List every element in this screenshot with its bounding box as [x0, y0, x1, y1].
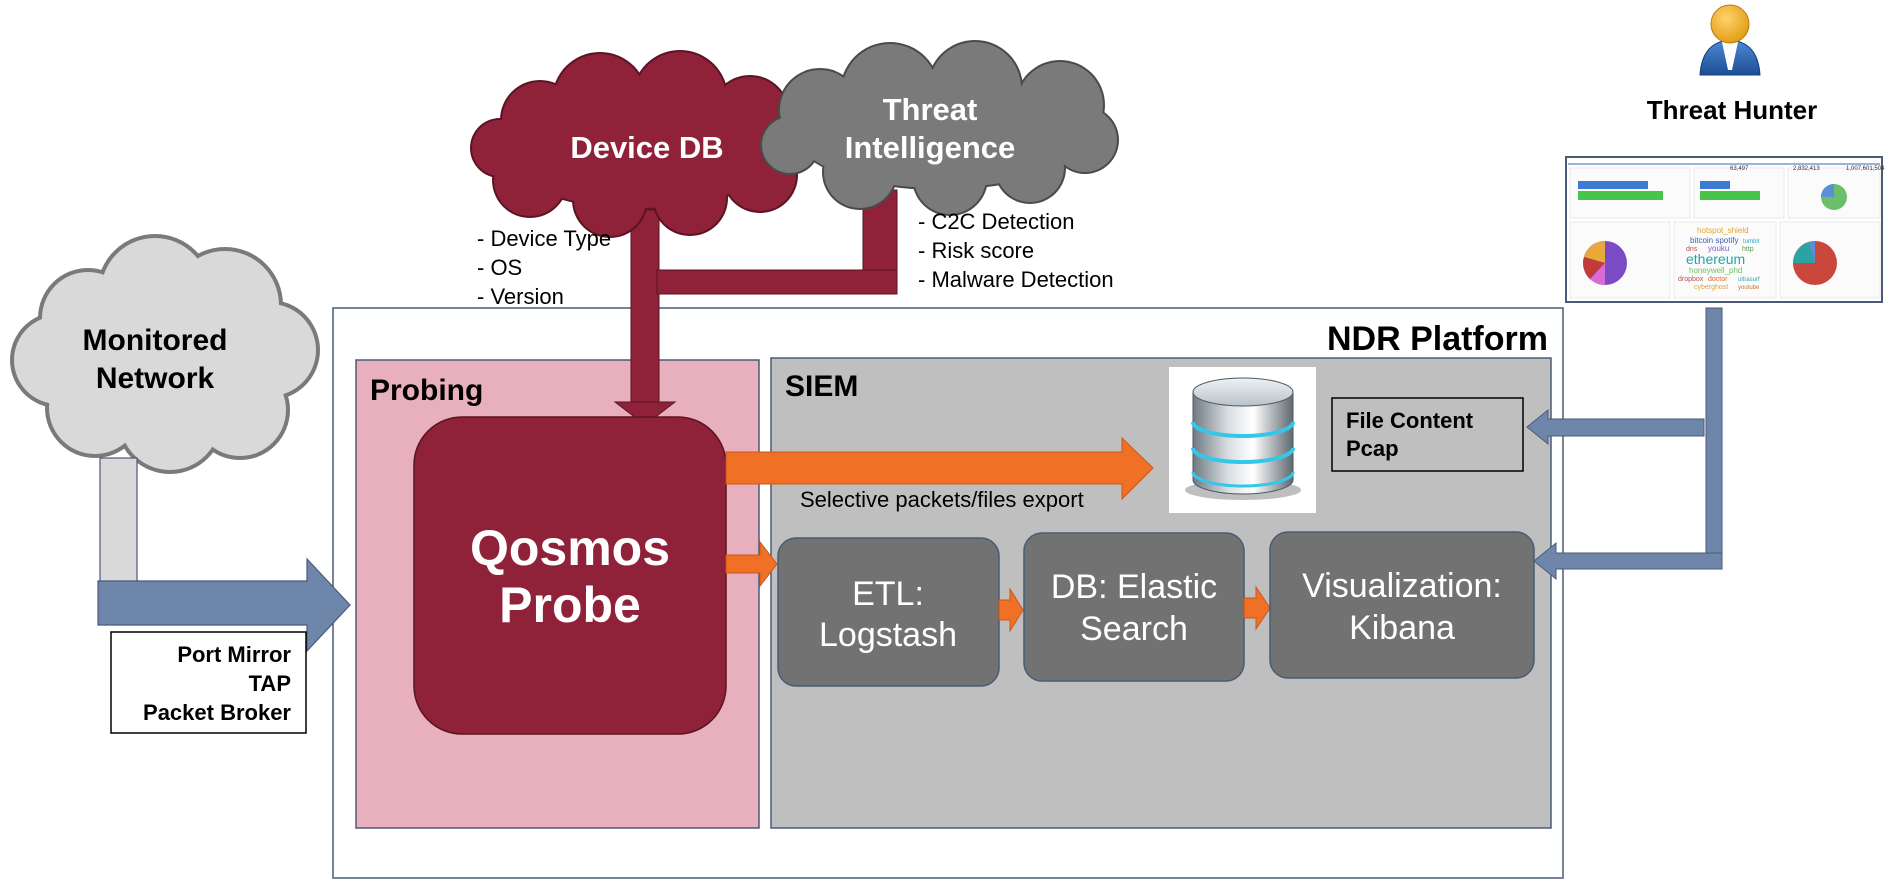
database-icon [1169, 367, 1316, 513]
file-content-label: File Content [1346, 408, 1474, 433]
traffic-ingress-arrow [97, 557, 351, 653]
threat-intelligence-cloud: Threat Intelligence [760, 40, 1119, 216]
etl-to-db-arrow [998, 587, 1024, 633]
qosmos-probe-label-line1: Qosmos [470, 520, 670, 576]
monitored-network-label-line1: Monitored [83, 324, 228, 357]
db-elastic-label: DB: Elastic [1051, 568, 1217, 606]
device-type-attribute: - Device Type [477, 226, 611, 251]
dashboard-stat-3: 1,007,601,504 [1846, 166, 1885, 172]
kibana-label: Kibana [1349, 609, 1455, 647]
wordcloud-word-11: ultrasurf [1738, 277, 1760, 283]
enrichment-connectors [613, 189, 898, 426]
user-icon [1699, 4, 1761, 76]
wordcloud-word-5: youku [1708, 244, 1729, 253]
c2c-detection-attribute: - C2C Detection [918, 209, 1075, 234]
wordcloud-word-3: tumblr [1743, 239, 1760, 245]
siem-title: SIEM [785, 370, 858, 403]
wordcloud-word-13: youtube [1738, 285, 1760, 291]
pcap-label: Pcap [1346, 436, 1399, 461]
threat-hunter-label: Threat Hunter [1647, 95, 1817, 125]
wordcloud-word-8: honeywell_phd [1689, 266, 1742, 275]
selective-export-arrow [725, 436, 1154, 501]
packet-broker-label: Packet Broker [143, 700, 291, 725]
logstash-label: Logstash [819, 616, 957, 654]
probing-title: Probing [370, 374, 483, 407]
wordcloud-word-6: http [1742, 246, 1754, 253]
tap-label: TAP [249, 671, 291, 696]
etl-label: ETL: [852, 575, 924, 613]
os-attribute: - OS [477, 255, 522, 280]
network-tap-connector [99, 457, 138, 584]
version-attribute: - Version [477, 284, 564, 309]
wordcloud-word-2: bitcoin spotify [1690, 236, 1738, 245]
wordcloud-word-9: dropbox [1678, 276, 1704, 283]
visualization-label: Visualization: [1302, 567, 1502, 605]
port-mirror-label: Port Mirror [177, 642, 291, 667]
kibana-dashboard-thumbnail[interactable]: 63,497 2,832,413 1,007,601,504 hotspot_s… [1565, 156, 1885, 303]
wordcloud-word-4: dns [1686, 246, 1698, 253]
qosmos-probe-label-line2: Probe [499, 577, 641, 633]
dashboard-stat-1: 63,497 [1730, 166, 1749, 172]
qosmos-probe-block [413, 416, 727, 735]
malware-detection-attribute: - Malware Detection [918, 267, 1114, 292]
device-db-label: Device DB [570, 130, 723, 165]
threat-intel-label-line2: Intelligence [845, 130, 1016, 165]
db-to-visualization-arrow [1243, 585, 1271, 631]
ndr-platform-title: NDR Platform [1327, 320, 1548, 358]
threat-hunter-connectors [1526, 307, 1723, 581]
port-mirror-box [110, 631, 307, 734]
search-label: Search [1080, 610, 1188, 648]
wordcloud-word-1: hotspot_shield [1697, 226, 1749, 235]
threat-intel-label-line1: Threat [883, 92, 978, 127]
file-content-box [1331, 397, 1524, 472]
risk-score-attribute: - Risk score [918, 238, 1034, 263]
probe-to-etl-arrow [725, 540, 778, 588]
wordcloud-word-10: doctor [1708, 276, 1728, 283]
wordcloud-word-12: cyberghost [1694, 284, 1728, 291]
kibana-visualization-box[interactable] [1269, 531, 1535, 679]
selective-export-label: Selective packets/files export [800, 487, 1084, 512]
dashboard-stat-2: 2,832,413 [1793, 166, 1820, 172]
wordcloud-word-7: ethereum [1686, 251, 1745, 267]
elastic-search-box[interactable] [1023, 532, 1245, 682]
monitored-network-cloud: Monitored Network [10, 234, 320, 474]
device-db-cloud: Device DB [470, 50, 798, 238]
monitored-network-label-line2: Network [96, 362, 215, 395]
